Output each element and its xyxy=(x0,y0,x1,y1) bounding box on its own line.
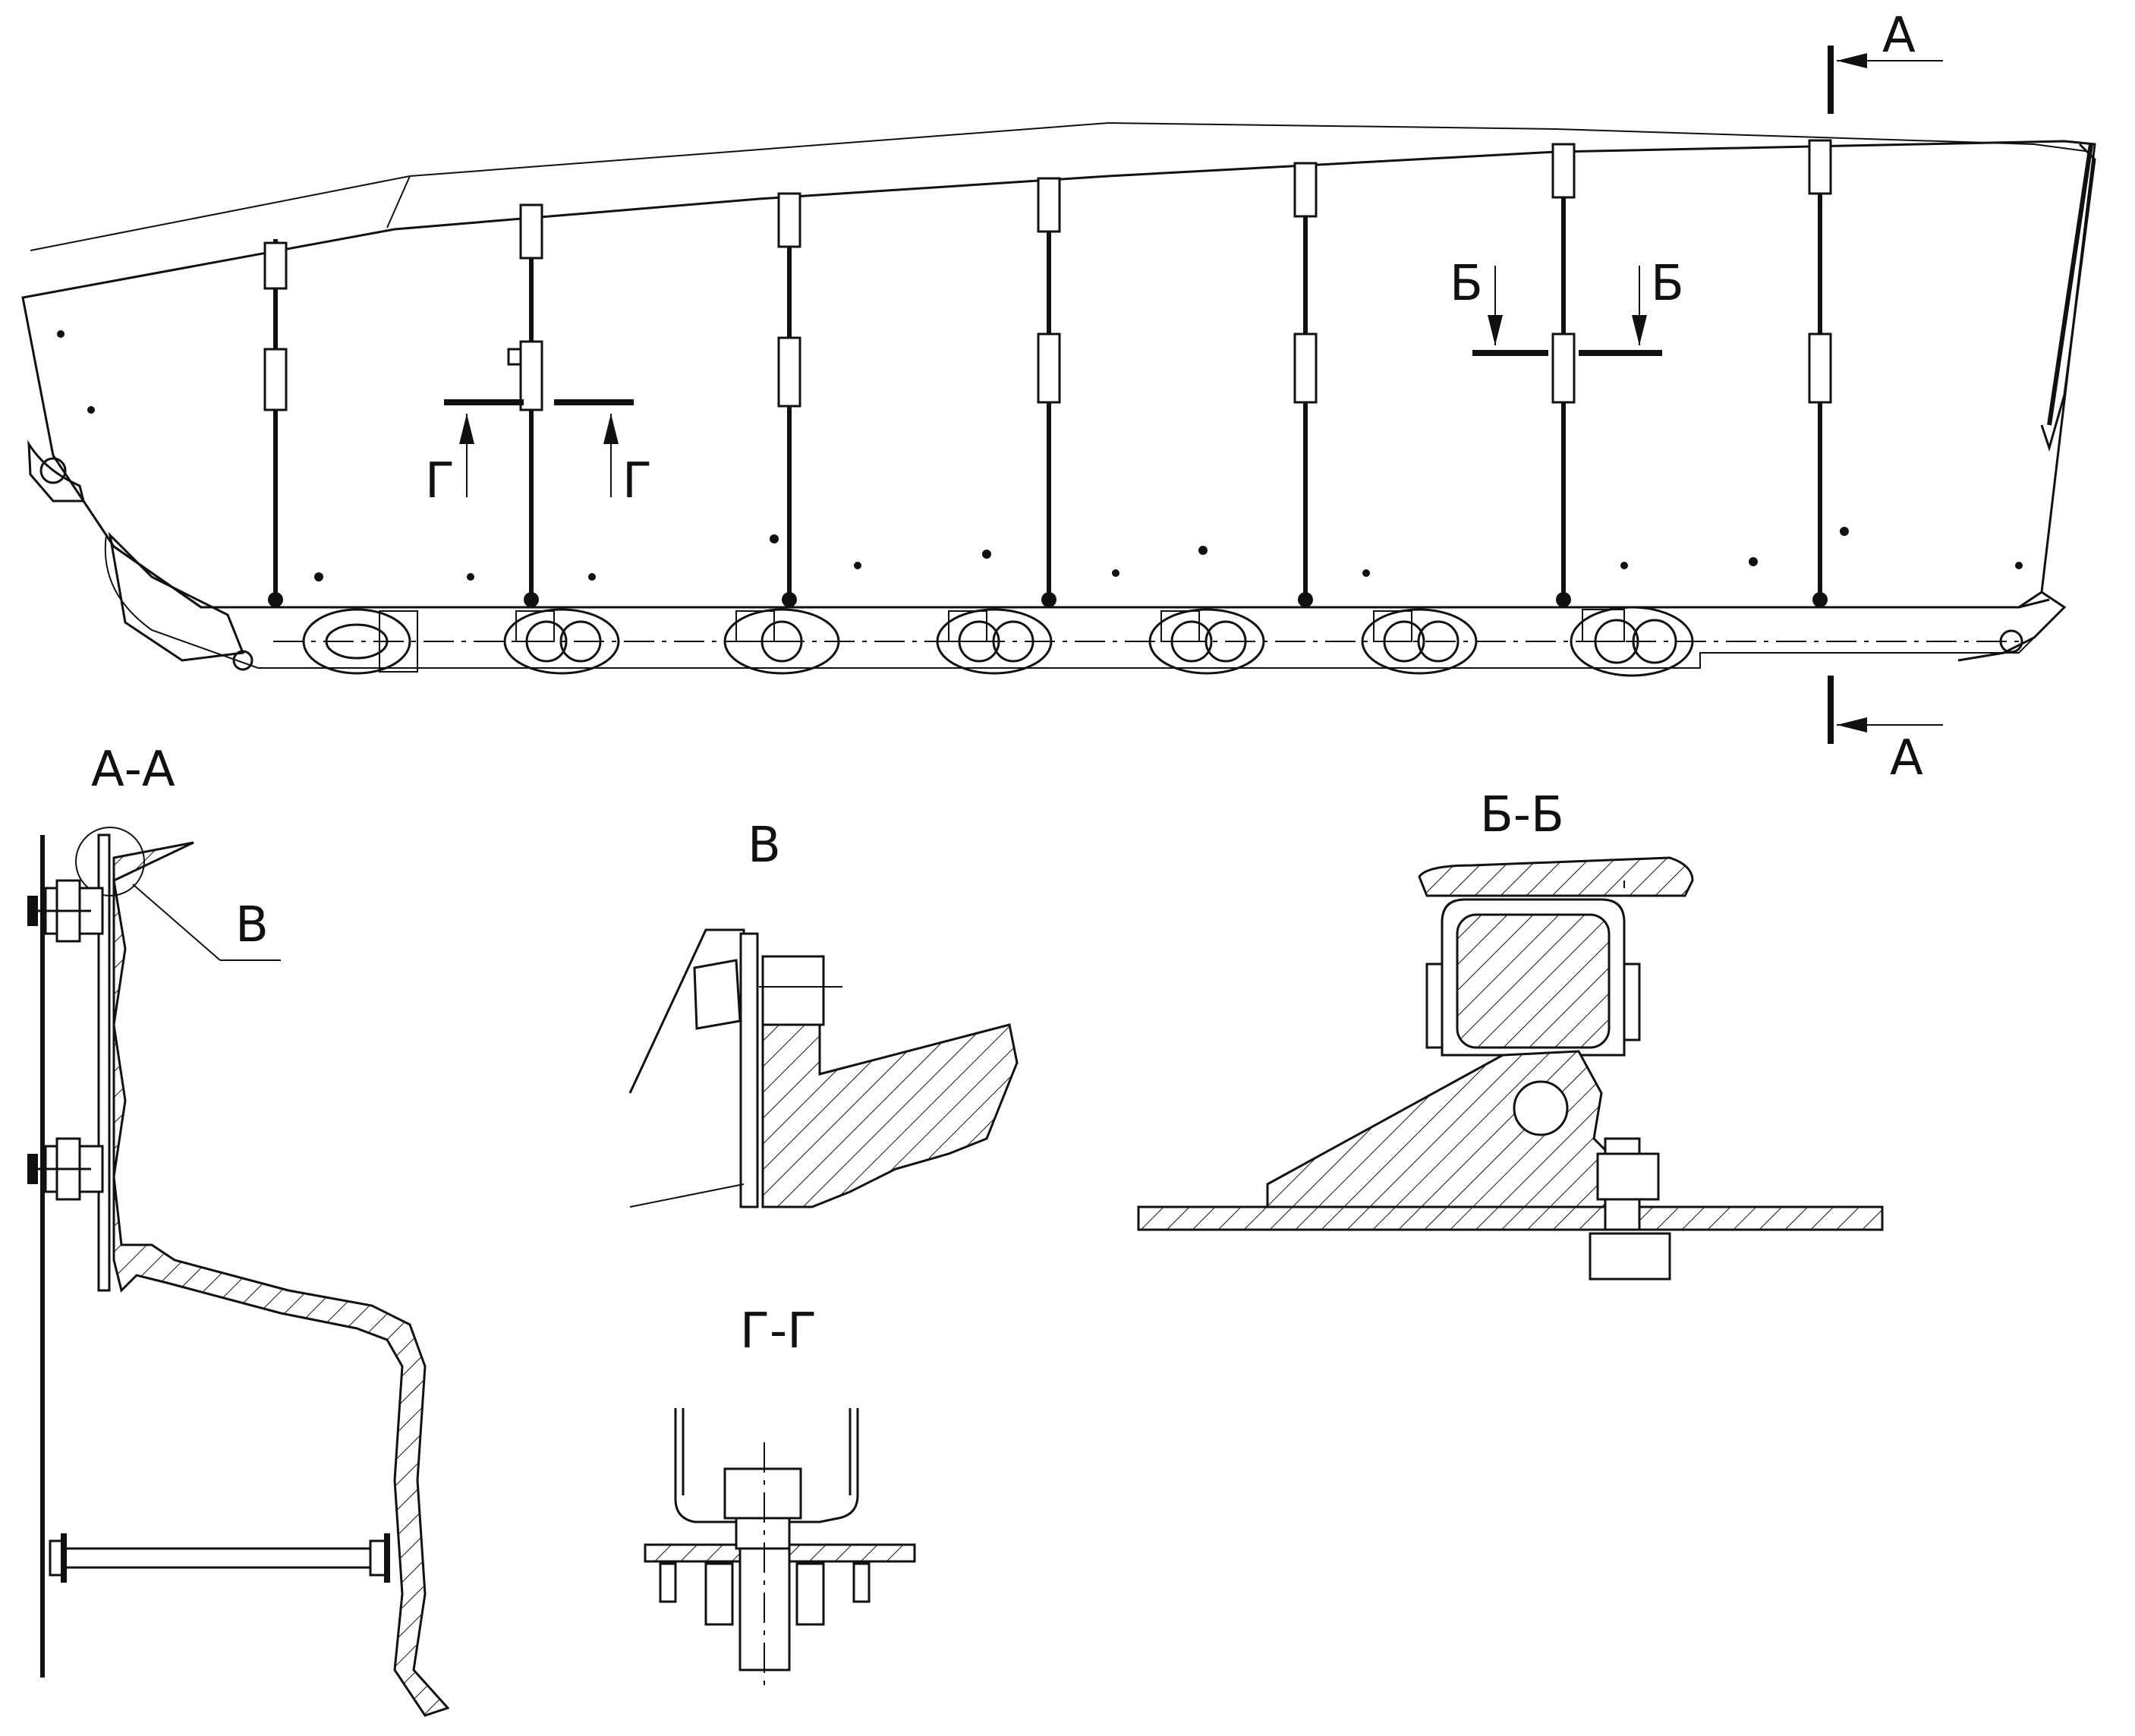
gg-left-spacer xyxy=(704,1562,734,1626)
view-a-a: А-А В xyxy=(27,742,450,1717)
front-bracket-bolt-icon xyxy=(39,457,67,484)
side-view xyxy=(21,121,2096,677)
track-outline xyxy=(104,534,2050,669)
section-g-right-label: Г xyxy=(622,453,652,509)
section-b-markers: Б Б xyxy=(1450,256,1684,356)
road-wheels xyxy=(302,606,1694,677)
rear-fitting-bolt-icon xyxy=(1999,629,2023,654)
lower-bolt-group xyxy=(27,1137,104,1201)
detail-v-callout-circle xyxy=(75,827,145,896)
bb-bracket-section xyxy=(1266,1050,1633,1208)
bb-top-bar xyxy=(1418,856,1694,897)
panel-rivets xyxy=(57,330,2023,581)
section-b-right-label: Б xyxy=(1651,256,1684,312)
gg-bolt-head xyxy=(723,1467,802,1520)
view-v-callout-label: В xyxy=(235,897,269,953)
bb-track-link-section xyxy=(1456,913,1611,1049)
upper-screen-front xyxy=(386,175,411,228)
bb-left-tab xyxy=(1425,963,1444,1049)
section-g-markers: Г Г xyxy=(425,399,652,509)
view-g-g: Г-Г xyxy=(644,1303,916,1693)
bb-pivot-pin xyxy=(1513,1080,1569,1136)
upper-bolt-group xyxy=(27,879,104,943)
bb-base-plate xyxy=(1137,1205,1884,1231)
rear-fitting xyxy=(1957,591,2067,662)
section-a-markers: А А xyxy=(1828,8,1943,786)
section-b-left-label: Б xyxy=(1450,256,1483,312)
front-guide-bolt-icon xyxy=(232,650,253,671)
hull-side-section xyxy=(112,841,450,1717)
view-v: В xyxy=(628,818,1019,1208)
bb-right-tab xyxy=(1623,963,1641,1041)
strut-fittings xyxy=(263,139,1832,607)
gg-left-lug xyxy=(659,1562,677,1603)
gg-right-spacer xyxy=(795,1562,825,1626)
upper-fender-outline xyxy=(30,121,2092,251)
bb-nut xyxy=(1589,1232,1671,1281)
lower-rail xyxy=(113,545,2050,609)
gg-right-lug xyxy=(852,1562,871,1603)
bb-bolt-head xyxy=(1596,1152,1660,1201)
section-g-left-label: Г xyxy=(425,453,455,509)
view-b-b: Б-Б xyxy=(1137,787,1884,1281)
view-gg-title: Г-Г xyxy=(740,1303,817,1359)
detail-v-nut xyxy=(761,955,825,1026)
tie-rod xyxy=(49,1533,390,1583)
view-bb-title: Б-Б xyxy=(1480,787,1564,843)
front-guide xyxy=(108,531,245,662)
detail-v-hull-section xyxy=(761,959,1019,1208)
bb-clamp-outline xyxy=(1441,898,1626,1057)
front-bracket xyxy=(27,440,85,503)
detail-v-bolt-head xyxy=(693,959,742,1030)
gg-washer xyxy=(735,1517,791,1550)
detail-v-plate xyxy=(739,932,759,1208)
view-v-title: В xyxy=(748,818,781,874)
rear-edge-fitting xyxy=(2040,143,2096,452)
section-a-top-label: А xyxy=(1882,8,1916,64)
view-aa-title: А-А xyxy=(91,742,175,798)
section-a-bottom-label: А xyxy=(1890,730,1923,786)
